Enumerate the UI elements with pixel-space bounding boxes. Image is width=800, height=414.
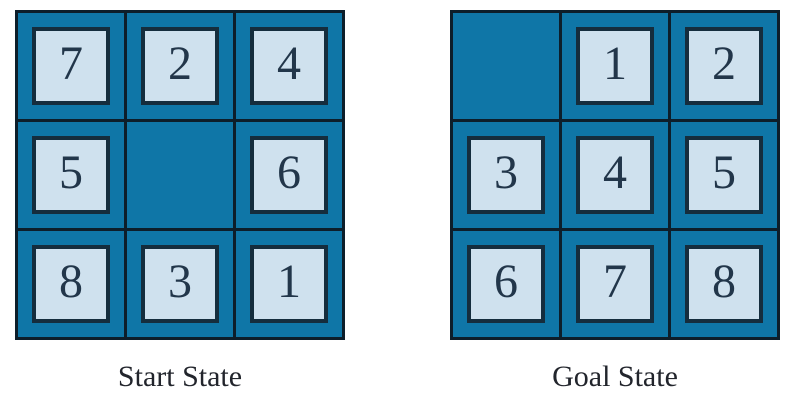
goal-state-puzzle: 1 2 3 4 5 6 7 8 [450,10,780,340]
puzzle-tile: 1 [250,245,328,323]
puzzle-tile: 8 [685,245,763,323]
puzzle-tile: 5 [685,136,763,214]
grid-cell: 8 [671,231,777,337]
puzzle-tile: 2 [141,27,219,105]
grid-cell: 4 [236,13,342,119]
start-state-caption: Start State [117,360,243,393]
grid-cell: 6 [453,231,559,337]
blank-cell [453,13,559,119]
puzzle-tile: 2 [685,27,763,105]
grid-cell: 5 [18,122,124,228]
puzzle-tile: 4 [250,27,328,105]
puzzle-tile: 3 [467,136,545,214]
grid-cell: 5 [671,122,777,228]
puzzle-tile: 8 [32,245,110,323]
grid-cell: 2 [127,13,233,119]
puzzle-tile: 1 [576,27,654,105]
grid-cell: 7 [562,231,668,337]
puzzle-tile: 7 [576,245,654,323]
start-state-board: 7 2 4 5 6 8 3 1 [15,10,345,340]
goal-state-caption: Goal State [552,360,678,393]
puzzle-tile: 4 [576,136,654,214]
grid-cell: 2 [671,13,777,119]
goal-state-board: 1 2 3 4 5 6 7 8 [450,10,780,340]
puzzle-tile: 5 [32,136,110,214]
start-state-puzzle: 7 2 4 5 6 8 3 1 [15,10,345,340]
grid-cell: 8 [18,231,124,337]
grid-cell: 7 [18,13,124,119]
grid-cell: 4 [562,122,668,228]
grid-cell: 3 [127,231,233,337]
grid-cell: 1 [562,13,668,119]
puzzle-tile: 7 [32,27,110,105]
grid-cell: 1 [236,231,342,337]
puzzle-tile: 6 [250,136,328,214]
puzzle-tile: 3 [141,245,219,323]
grid-cell: 3 [453,122,559,228]
blank-cell [127,122,233,228]
puzzle-tile: 6 [467,245,545,323]
grid-cell: 6 [236,122,342,228]
